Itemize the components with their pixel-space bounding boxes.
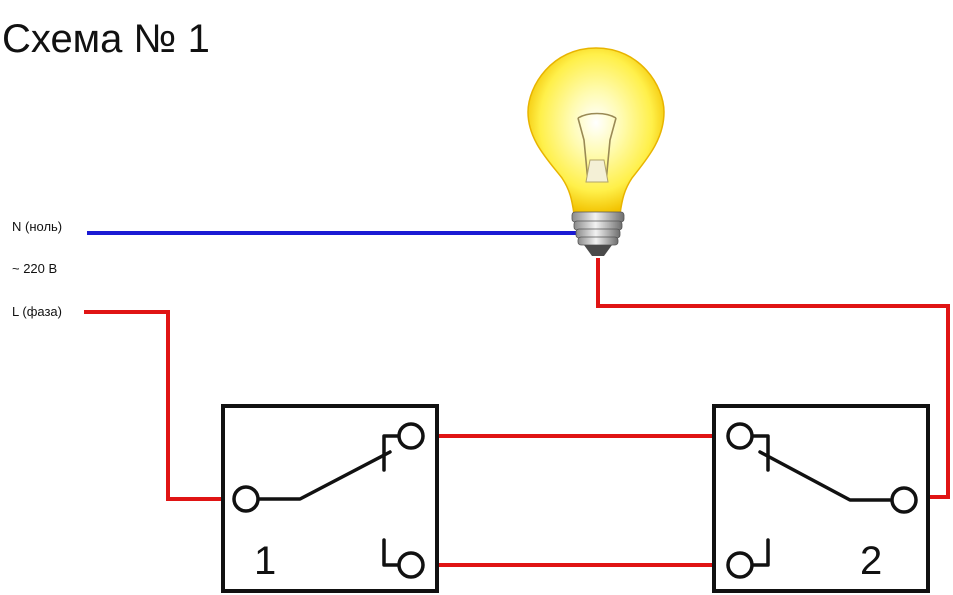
switch-2-bottom-terminal bbox=[726, 551, 754, 579]
switch-1-number: 1 bbox=[254, 539, 276, 583]
switch-1-bottom-terminal bbox=[397, 551, 425, 579]
switch-2-common-terminal bbox=[890, 486, 918, 514]
switch-2-lever bbox=[758, 450, 892, 502]
switch-2-bottom-contact bbox=[750, 538, 770, 567]
switch-1-top-contact bbox=[382, 434, 400, 472]
switch-2-number: 2 bbox=[860, 539, 882, 583]
diagram-title: Схема № 1 bbox=[2, 17, 210, 61]
switch-2: 2 bbox=[712, 404, 930, 593]
lamp-to-switch-2-wire bbox=[596, 258, 950, 499]
switch-2-top-terminal bbox=[726, 422, 754, 450]
switch-1: 1 bbox=[221, 404, 439, 593]
phase-wire-to-switch-1 bbox=[84, 310, 232, 501]
switch-2-top-contact bbox=[750, 434, 770, 472]
switch-1-top-terminal bbox=[397, 422, 425, 450]
switch-1-common-terminal bbox=[232, 485, 260, 513]
light-bulb-icon bbox=[527, 47, 665, 256]
switch-1-bottom-contact bbox=[382, 538, 400, 567]
neutral-label: N (ноль) bbox=[12, 219, 62, 234]
voltage-label: ~ 220 В bbox=[12, 261, 57, 276]
phase-label: L (фаза) bbox=[12, 304, 62, 319]
switch-1-lever bbox=[257, 450, 392, 501]
